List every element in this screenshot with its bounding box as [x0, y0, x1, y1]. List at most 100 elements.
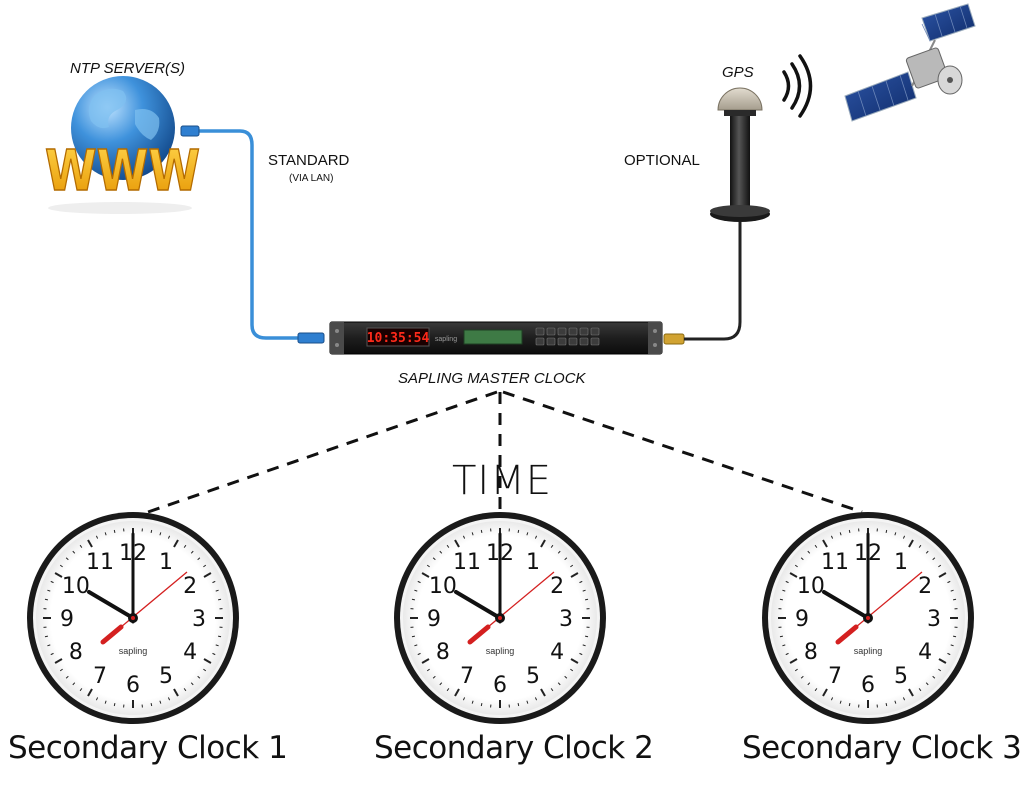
- master-clock-label: SAPLING MASTER CLOCK: [398, 370, 586, 387]
- clock-3-caption: Secondary Clock 3: [742, 730, 1021, 766]
- clock-numeral-8: 8: [804, 640, 818, 665]
- clock-tick: [794, 668, 798, 672]
- clock-tick: [150, 702, 153, 707]
- clock-tick: [950, 644, 954, 647]
- clock-tick: [932, 557, 936, 561]
- clock-tick: [203, 572, 212, 578]
- via-lan-label: (VIA LAN): [289, 173, 334, 184]
- clock-tick: [203, 564, 207, 568]
- clock-tick: [439, 682, 443, 686]
- clock-numeral-11: 11: [821, 550, 849, 575]
- clock-tick: [839, 532, 842, 536]
- clock-tick: [480, 702, 483, 707]
- keypad-button: [568, 337, 578, 346]
- clock-numeral-10: 10: [62, 574, 90, 599]
- clock-tick: [894, 532, 897, 536]
- clock-numeral-1: 1: [894, 550, 908, 575]
- clock-tick: [87, 688, 93, 697]
- clock-numeral-8: 8: [436, 640, 450, 665]
- clock-tick: [104, 532, 107, 536]
- hour-hand: [822, 590, 870, 620]
- clock-tick: [471, 532, 474, 536]
- gps-label: GPS: [722, 64, 754, 81]
- clock-numeral-2: 2: [918, 574, 932, 599]
- clock-tick: [167, 697, 171, 701]
- clock-brand-logo: sapling: [854, 646, 883, 656]
- keypad-button: [579, 337, 589, 346]
- clock-tick: [65, 675, 69, 679]
- clock-tick: [471, 700, 474, 704]
- clock-tick: [421, 572, 430, 578]
- keypad-button: [546, 337, 556, 346]
- clock-tick: [50, 580, 54, 584]
- clock-tick: [517, 529, 520, 534]
- clock-tick: [779, 635, 784, 638]
- clock-tick: [190, 682, 194, 686]
- keypad-button: [535, 337, 545, 346]
- clock-numeral-2: 2: [183, 574, 197, 599]
- clock-numeral-5: 5: [526, 664, 540, 689]
- clock-tick: [540, 539, 546, 548]
- satellite-icon: [844, 3, 976, 122]
- clock-tick: [938, 572, 947, 578]
- clock-tick: [454, 539, 460, 548]
- clock-tick: [203, 668, 207, 672]
- gps-antenna-icon: [710, 87, 770, 222]
- clock-tick: [582, 644, 586, 647]
- master-clock-device: 10:35:54 sapling: [329, 321, 685, 355]
- clock-tick: [47, 589, 51, 592]
- clock-tick: [215, 644, 219, 647]
- keypad-button: [557, 327, 567, 336]
- clock-tick: [480, 529, 483, 534]
- hour-hand: [454, 590, 502, 620]
- time-links: [147, 390, 863, 514]
- clock-tick: [446, 544, 450, 548]
- clock-numeral-4: 4: [550, 640, 564, 665]
- clock-tick: [925, 550, 929, 554]
- clock-1-caption: Secondary Clock 1: [8, 730, 288, 766]
- link-clock-1: [147, 390, 498, 514]
- clock-tick: [183, 688, 187, 692]
- clock-numeral-4: 4: [183, 640, 197, 665]
- keypad-button: [535, 327, 545, 336]
- clock-tick: [212, 652, 216, 656]
- keypad-button: [568, 327, 578, 336]
- clock-tick: [65, 557, 69, 561]
- clock-tick: [54, 572, 63, 578]
- clock-numeral-6: 6: [126, 673, 140, 698]
- clock-tick: [908, 688, 914, 697]
- clock-2-caption: Secondary Clock 2: [374, 730, 654, 766]
- clock-numeral-3: 3: [192, 607, 206, 632]
- master-display-time: 10:35:54: [367, 331, 430, 346]
- clock-tick: [582, 589, 586, 592]
- rj45-plug-top: [180, 125, 200, 137]
- clock-tick: [950, 589, 954, 592]
- clock-tick: [95, 697, 99, 701]
- clock-tick: [584, 598, 589, 601]
- master-brand-logo: sapling: [435, 336, 457, 343]
- clock-center-pin: [498, 616, 502, 620]
- clock-tick: [95, 535, 99, 539]
- clock-tick: [183, 544, 187, 548]
- clock-tick: [807, 682, 811, 686]
- clock-tick: [579, 652, 583, 656]
- keypad-button: [546, 327, 556, 336]
- clock-numeral-9: 9: [427, 607, 441, 632]
- gps-connector: [663, 333, 685, 345]
- clock-tick: [952, 635, 957, 638]
- clock-tick: [87, 539, 93, 548]
- clock-tick: [411, 598, 416, 601]
- clock-numeral-7: 7: [93, 664, 107, 689]
- clock-tick: [570, 564, 574, 568]
- clock-tick: [417, 580, 421, 584]
- clock-numeral-10: 10: [797, 574, 825, 599]
- clock-tick: [517, 702, 520, 707]
- clock-tick: [782, 589, 786, 592]
- clock-tick: [902, 535, 906, 539]
- clock-tick: [426, 668, 430, 672]
- clock-tick: [439, 550, 443, 554]
- clock-numeral-1: 1: [526, 550, 540, 575]
